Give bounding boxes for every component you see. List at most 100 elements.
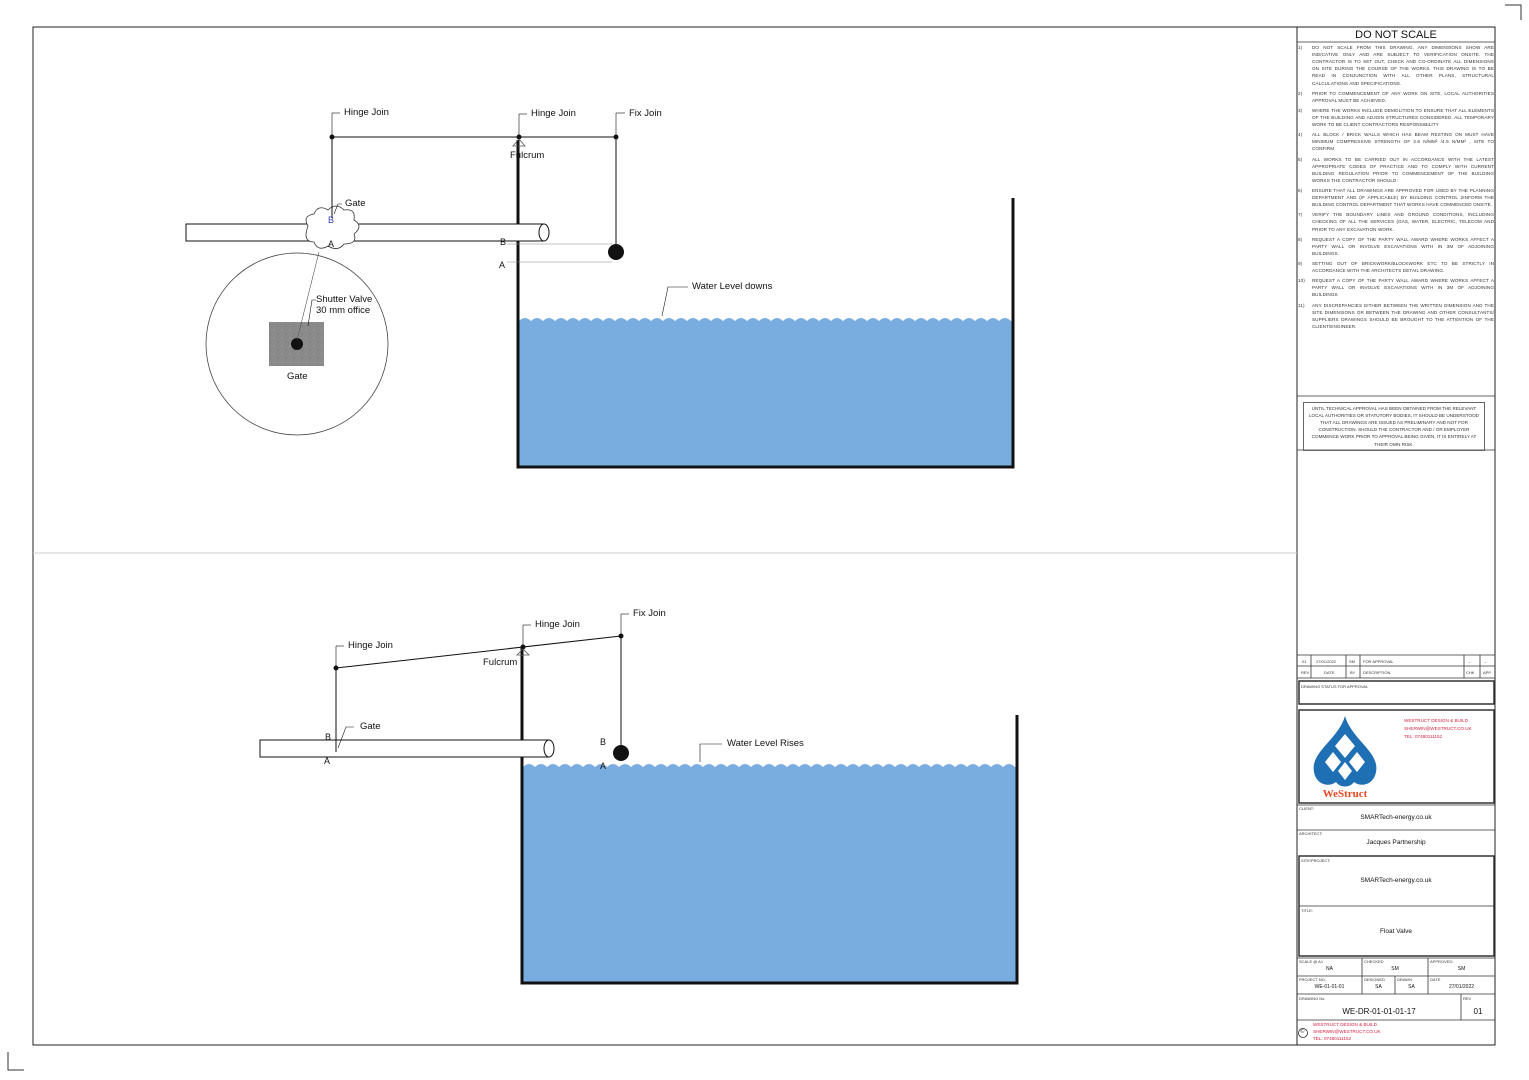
rev-row-by: SM — [1349, 659, 1355, 664]
rev-row-chk: -- — [1468, 659, 1471, 664]
drawing-status: DRAWING STATUS FOR APPROVAL — [1301, 684, 1369, 689]
float-ball-top — [608, 244, 624, 260]
rev-header-description: DESCRIPTION — [1363, 670, 1391, 675]
note-text: ANY DISCREPANCIES EITHER BETWEEN THE WRI… — [1312, 302, 1494, 329]
label-point-b-gate-top: B — [328, 215, 334, 225]
hinge-dot-mid-top — [516, 134, 522, 140]
note-item: 10) REQUEST A COPY OF THE PARTY WALL AWAR… — [1298, 277, 1494, 298]
site-project-value: SMARTech-energy.co.uk — [1360, 877, 1432, 884]
site-project-label: SITE/PROJECT: — [1301, 858, 1331, 863]
hinge-dot-left-bottom — [333, 665, 339, 671]
label-gate-top: Gate — [345, 198, 366, 209]
title-value: Float Valve — [1379, 928, 1413, 935]
note-item: 2)PRIOR TO COMMENCEMENT OF ANY WORK ON S… — [1298, 90, 1494, 104]
notes-list: 1) DO NOT SCALE FROM THIS DRAWING, ANY DI… — [1298, 44, 1494, 333]
note-number: 4) — [1298, 132, 1303, 138]
label-point-b-gate-bottom: B — [325, 732, 331, 742]
shutter-valve-orifice — [291, 338, 303, 350]
label-hinge-join-mid-top: Hinge Join — [531, 108, 576, 119]
label-point-a-gate-top: A — [328, 239, 334, 249]
note-item: 5)ALL WORKS TO BE CARRIED OUT IN ACCORDA… — [1298, 156, 1494, 184]
label-point-a-gate-bottom: A — [324, 756, 330, 766]
checked-label: CHECKED — [1364, 959, 1384, 964]
leader-water-top — [661, 286, 688, 317]
label-gate-detail: Gate — [287, 371, 308, 382]
label-fix-join-top: Fix Join — [629, 108, 662, 119]
label-hinge-join-left-bottom: Hinge Join — [348, 640, 393, 651]
note-item: 6)ENSURE THAT ALL DRAWINGS ARE APPROVED … — [1298, 187, 1494, 208]
date-value: 27/01/2022 — [1448, 984, 1475, 990]
rev-header-rev: REV — [1301, 670, 1310, 675]
date-label: DATE — [1430, 977, 1441, 982]
project-no-label: PROJECT NO. — [1299, 977, 1326, 982]
note-text: REQUEST A COPY OF THE PARTY WALL AWARD W… — [1312, 278, 1494, 298]
architect-label: ARCHITECT: — [1299, 831, 1323, 836]
note-number: 7) — [1298, 212, 1303, 218]
footer-line-3: TEL: 07480111152 — [1313, 1036, 1352, 1041]
rev-header-app: APP — [1483, 670, 1492, 675]
rev-row-description: FOR APPROVAL — [1363, 659, 1394, 664]
note-item: 3)WHERE THE WORKS INCLUDE DEMOLITION TO … — [1298, 107, 1494, 128]
corner-mark-top — [1505, 4, 1522, 20]
leader-gate-bottom — [337, 726, 354, 749]
label-point-b-float-top: B — [500, 237, 506, 247]
shutter-valve-circle — [205, 252, 389, 436]
note-text: ALL BLOCK / BRICK WALLS WHICH HAS BEAM R… — [1312, 132, 1494, 152]
bottom-diagram-labels: Hinge Join Hinge Join Fix Join Fulcrum G… — [324, 608, 804, 771]
copyright-circle — [1298, 1028, 1308, 1038]
note-text: VERIFY THE BOUNDARY LINES AND GROUND CON… — [1312, 212, 1494, 232]
rev-value: 01 — [1473, 1007, 1483, 1016]
note-number: 10) — [1298, 278, 1305, 284]
designed-value: SA — [1375, 984, 1382, 990]
label-fix-join-bottom: Fix Join — [633, 608, 666, 619]
bottom-diagram — [259, 613, 1019, 985]
drawing-no-label: DRAWING No. — [1299, 996, 1326, 1001]
westruct-logo: WeStruct — [1313, 716, 1377, 800]
copyright-symbol: © — [1300, 1029, 1305, 1035]
top-diagram — [185, 112, 1015, 469]
note-text: ALL WORKS TO BE CARRIED OUT IN ACCORDANC… — [1312, 156, 1494, 183]
sheet-border — [32, 26, 1496, 1046]
rev-header-by: BY — [1350, 670, 1356, 675]
pipe-end-top — [538, 223, 550, 242]
note-number: 1) — [1298, 45, 1303, 50]
label-gate-bottom: Gate — [360, 721, 381, 732]
detail-link-line — [296, 251, 320, 341]
rev-header-date: DATE — [1324, 670, 1335, 675]
approval-note: UNTIL TECHNICAL APPROVAL HAS BEEN OBTAIN… — [1303, 402, 1485, 451]
tank-water-top — [519, 321, 1013, 467]
gate-cloud-top — [305, 205, 360, 249]
approved-value: SM — [1457, 966, 1466, 972]
tank-walls-top — [516, 140, 1015, 469]
note-item: 11)ANY DISCREPANCIES EITHER BETWEEN THE … — [1298, 302, 1494, 330]
inlet-pipe-bottom — [259, 739, 550, 758]
note-item: 9)SETTING OUT OF BRICKWORK/BLOCKWORK ETC… — [1298, 260, 1494, 274]
fulcrum-symbol-top — [512, 138, 526, 147]
label-shutter-valve-size: 30 mm office — [316, 305, 370, 316]
note-text: PRIOR TO COMMENCEMENT OF ANY WORK ON SIT… — [1312, 90, 1494, 103]
client-value: SMARTech-energy.co.uk — [1360, 814, 1432, 821]
checked-value: SM — [1391, 966, 1399, 972]
note-item: 8)REQUEST A COPY OF THE PARTY WALL AWARD… — [1298, 236, 1494, 257]
note-text: DO NOT SCALE FROM THIS DRAWING, ANY DIME… — [1312, 45, 1494, 86]
logo-drop-inner — [1325, 734, 1365, 780]
label-hinge-join-left-top: Hinge Join — [344, 107, 389, 118]
tank-water-bottom — [523, 767, 1016, 983]
tank-walls-bottom — [520, 648, 1019, 985]
float-ball-bottom — [613, 745, 629, 761]
logo-text: WeStruct — [1323, 788, 1368, 800]
company-line-3: TEL: 07480111152 — [1404, 734, 1443, 739]
project-no-value: WE-01-01-01 — [1314, 984, 1345, 990]
company-line-1: WESTRUCT DESIGN & BUILD — [1404, 718, 1468, 723]
water-surface-top — [519, 318, 1013, 330]
leader-shutter-valve — [307, 299, 316, 327]
do-not-scale-heading: DO NOT SCALE — [1355, 29, 1437, 41]
label-point-a-float-bottom: A — [600, 761, 606, 771]
label-fulcrum-bottom: Fulcrum — [483, 657, 517, 668]
leader-gate-top — [333, 203, 342, 215]
note-number: 3) — [1298, 107, 1303, 113]
water-surface-bottom — [523, 764, 1016, 776]
title-label: TITLE: — [1301, 908, 1314, 913]
fulcrum-symbol-bottom — [516, 648, 530, 656]
